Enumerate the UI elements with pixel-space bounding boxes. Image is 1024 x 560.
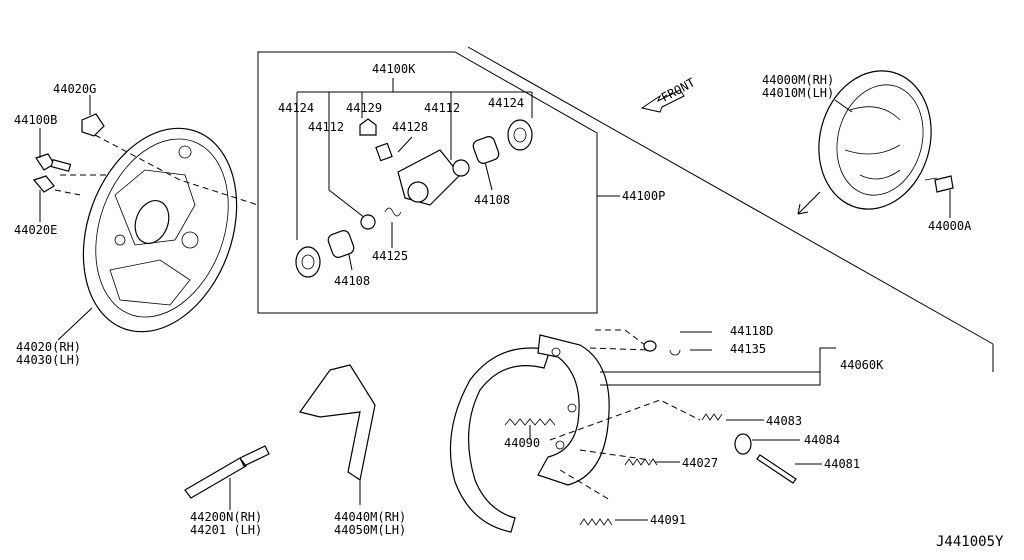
washer-44084 xyxy=(734,433,752,455)
front-arrow xyxy=(640,89,685,113)
fasteners-left xyxy=(32,113,105,193)
label-44112a: 44112 xyxy=(424,101,460,115)
cylinder-kit-frame xyxy=(257,51,598,314)
label-44030LH: 44030(LH) xyxy=(16,353,81,367)
part-labels: 44100K 44124 44129 44112 44124 44112 441… xyxy=(14,62,1004,550)
label-44040M: 44040M(RH) xyxy=(334,510,406,524)
label-44108a: 44108 xyxy=(334,274,370,288)
label-44135: 44135 xyxy=(730,342,766,356)
label-front: FRONT xyxy=(659,75,697,104)
brake-assembly xyxy=(818,70,954,210)
label-44108b: 44108 xyxy=(474,193,510,207)
label-44124b: 44124 xyxy=(488,96,524,110)
diagram-code: J441005Y xyxy=(936,534,1004,550)
label-44128: 44128 xyxy=(392,120,428,134)
label-44027: 44027 xyxy=(682,456,718,470)
label-44081: 44081 xyxy=(824,457,860,471)
label-44020E: 44020E xyxy=(14,223,57,237)
spring-44091 xyxy=(579,518,613,526)
label-44010M: 44010M(LH) xyxy=(762,86,834,100)
lever-44040M xyxy=(298,364,376,481)
dash-shoes xyxy=(549,329,701,501)
pin-44081 xyxy=(756,454,797,484)
label-44060K: 44060K xyxy=(840,358,884,372)
label-44000A: 44000A xyxy=(928,219,972,233)
label-44083: 44083 xyxy=(766,414,802,428)
label-44100K: 44100K xyxy=(372,62,416,76)
label-44129: 44129 xyxy=(346,101,382,115)
label-44084: 44084 xyxy=(804,433,840,447)
leader-44108b xyxy=(484,161,493,191)
backing-plate xyxy=(82,127,238,333)
clip-44135 xyxy=(669,349,681,356)
spring-44083 xyxy=(701,413,723,421)
label-44091: 44091 xyxy=(650,513,686,527)
leader-44000M xyxy=(834,99,853,113)
cylinder-kit-parts xyxy=(295,118,533,278)
leader-44020RH xyxy=(57,307,93,341)
label-44200N: 44200N(RH) xyxy=(190,510,262,524)
divider-diagonal xyxy=(467,46,994,345)
label-44100P: 44100P xyxy=(622,189,665,203)
label-44050M: 44050M(LH) xyxy=(334,523,406,537)
brake-shoes xyxy=(449,334,610,533)
label-44118D: 44118D xyxy=(730,324,773,338)
arrow-down xyxy=(797,191,821,215)
adjuster-44200N xyxy=(184,445,270,499)
label-44112b: 44112 xyxy=(308,120,344,134)
label-44090: 44090 xyxy=(504,436,540,450)
label-44124a: 44124 xyxy=(278,101,314,115)
label-44020G: 44020G xyxy=(53,82,96,96)
leader-44060K xyxy=(600,331,836,386)
dash-backing xyxy=(54,134,259,206)
clip-44118D xyxy=(643,340,657,352)
spring-44027 xyxy=(624,458,658,466)
label-44125: 44125 xyxy=(372,249,408,263)
label-44201: 44201 (LH) xyxy=(190,523,262,537)
label-44000M: 44000M(RH) xyxy=(762,73,834,87)
leader-44100K xyxy=(296,78,533,240)
spring-44090 xyxy=(504,418,556,426)
leader-44128 xyxy=(397,136,413,153)
label-44100B: 44100B xyxy=(14,113,57,127)
label-44020RH: 44020(RH) xyxy=(16,340,81,354)
